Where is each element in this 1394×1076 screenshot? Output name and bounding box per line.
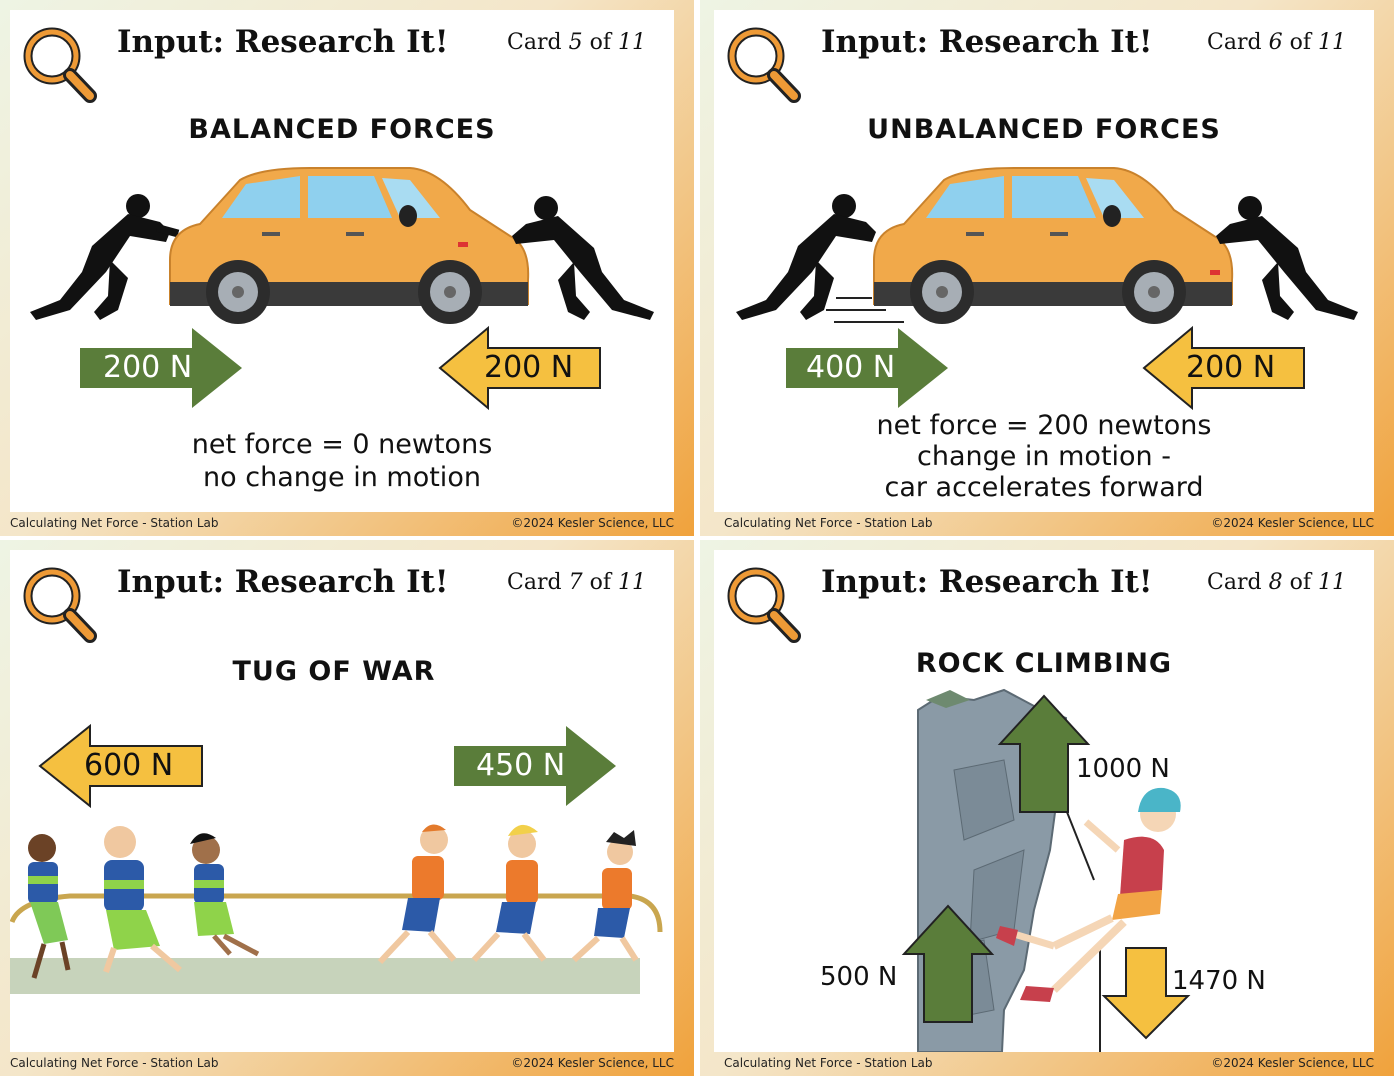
card-6: Input: Research It! Card 6 of 11 UNBALAN… <box>700 0 1394 536</box>
left-force-label: 600 N <box>84 748 174 783</box>
force-arrow-left <box>38 723 203 809</box>
force-arrow-left <box>1142 325 1305 411</box>
caption: net force = 0 newtons no change in motio… <box>10 428 674 494</box>
card-number: Card 6 of 11 <box>1207 30 1346 55</box>
force-arrow-left <box>438 325 601 411</box>
right-force-label: 200 N <box>1186 350 1276 385</box>
left-force-label: 400 N <box>806 350 896 385</box>
caption-line: no change in motion <box>203 462 481 493</box>
card-title: Input: Research It! <box>821 24 1153 60</box>
kid-right-1 <box>377 824 457 965</box>
force-arrow-up-top <box>997 694 1091 813</box>
right-force-label: 450 N <box>476 748 566 783</box>
caption: net force = 200 newtons change in motion… <box>714 410 1374 503</box>
footer-left: Calculating Net Force - Station Lab <box>724 516 933 530</box>
footer-right: ©2024 Kesler Science, LLC <box>1211 516 1374 530</box>
card-title: Input: Research It! <box>117 564 449 600</box>
right-force-label: 200 N <box>484 350 574 385</box>
car-push-illustration <box>30 167 654 411</box>
magnifying-glass-icon <box>727 567 801 643</box>
force-arrow-up-bottom <box>901 904 995 1023</box>
magnifying-glass-icon <box>23 27 97 103</box>
left-force-label: 200 N <box>103 350 193 385</box>
card-title: Input: Research It! <box>117 24 449 60</box>
caption-line: change in motion - <box>916 441 1171 472</box>
kid-left-1 <box>28 834 71 979</box>
up-force-top-label: 1000 N <box>1076 754 1170 784</box>
person-silhouette-right <box>1216 196 1358 320</box>
card-heading: ROCK CLIMBING <box>915 648 1173 679</box>
card-heading: UNBALANCED FORCES <box>867 114 1221 145</box>
footer-left: Calculating Net Force - Station Lab <box>10 1056 219 1070</box>
force-arrow-right <box>786 328 948 408</box>
caption-line: car accelerates forward <box>884 472 1204 503</box>
person-silhouette-right <box>512 196 654 320</box>
card-number: Card 7 of 11 <box>507 570 646 595</box>
force-arrow-right <box>80 328 242 408</box>
card-number: Card 5 of 11 <box>507 30 646 55</box>
rope <box>10 893 663 933</box>
card-title: Input: Research It! <box>821 564 1153 600</box>
footer-left: Calculating Net Force - Station Lab <box>10 516 219 530</box>
card-content: Input: Research It! Card 8 of 11 ROCK CL… <box>714 550 1374 1052</box>
card-5: Input: Research It! Card 5 of 11 BALANCE… <box>0 0 694 536</box>
footer-right: ©2024 Kesler Science, LLC <box>511 516 674 530</box>
kid-left-3 <box>190 833 260 957</box>
force-arrow-down <box>1101 947 1191 1040</box>
kid-right-2 <box>471 824 547 963</box>
card-heading: TUG OF WAR <box>232 656 436 687</box>
caption-line: net force = 200 newtons <box>876 410 1212 441</box>
card-content: Input: Research It! Card 7 of 11 TUG OF … <box>10 550 674 1052</box>
car-icon <box>169 167 530 324</box>
tug-of-war-illustration <box>10 723 663 994</box>
card-content: Input: Research It! Card 6 of 11 UNBALAN… <box>714 10 1374 512</box>
footer-right: ©2024 Kesler Science, LLC <box>511 1056 674 1070</box>
kid-left-2 <box>103 826 182 973</box>
footer-left: Calculating Net Force - Station Lab <box>724 1056 933 1070</box>
footer-right: ©2024 Kesler Science, LLC <box>1211 1056 1374 1070</box>
person-silhouette-left <box>736 194 876 320</box>
motion-lines <box>826 297 904 323</box>
ground <box>10 958 640 994</box>
card-content: Input: Research It! Card 5 of 11 BALANCE… <box>10 10 674 512</box>
magnifying-glass-icon <box>23 567 97 643</box>
rock-climbing-illustration <box>901 688 1191 1052</box>
card-heading: BALANCED FORCES <box>188 114 496 145</box>
car-icon <box>873 167 1234 324</box>
magnifying-glass-icon <box>727 27 801 103</box>
down-force-label: 1470 N <box>1172 966 1266 996</box>
force-arrow-right <box>454 726 616 806</box>
car-push-illustration <box>736 167 1358 411</box>
card-number: Card 8 of 11 <box>1207 570 1346 595</box>
climber <box>996 787 1181 1002</box>
up-force-bottom-label: 500 N <box>820 962 898 992</box>
person-silhouette-left <box>30 194 180 320</box>
kid-right-3 <box>571 830 639 963</box>
caption-line: net force = 0 newtons <box>191 429 493 460</box>
card-8: Input: Research It! Card 8 of 11 ROCK CL… <box>700 540 1394 1076</box>
card-7: Input: Research It! Card 7 of 11 TUG OF … <box>0 540 694 1076</box>
